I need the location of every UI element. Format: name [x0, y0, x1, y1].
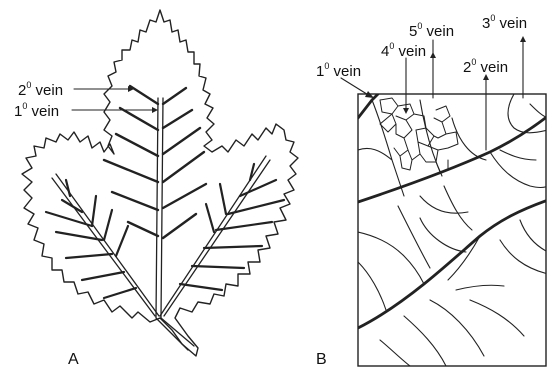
leader-head-3: [520, 36, 526, 42]
label-b-4-vein: 40 vein: [381, 41, 426, 60]
secondary-veins-right: [180, 164, 284, 290]
leaf-outline: [22, 10, 298, 356]
detail-1-vein-middle: [358, 116, 548, 202]
primary-vein-left-2: [56, 174, 159, 316]
detail-1-vein-lower: [358, 200, 548, 328]
arrow-1-vein-head: [152, 107, 158, 113]
panel-b-letter: B: [316, 351, 327, 368]
detail-areoles: [380, 98, 458, 172]
detail-frame: [358, 94, 546, 366]
label-b-3-vein: 30 vein: [482, 13, 527, 32]
detail-1-vein-top: [358, 94, 378, 118]
label-b-1-vein: 10 vein: [316, 61, 361, 80]
primary-vein-left: [52, 178, 155, 316]
label-1-vein: 10 vein: [14, 101, 59, 120]
label-2-vein: 20 vein: [18, 80, 63, 99]
panel-a-leaf: 20 vein 10 vein A: [14, 10, 298, 368]
leader-head-5: [430, 52, 436, 58]
panel-a-letter: A: [68, 351, 79, 368]
label-b-2-vein: 20 vein: [463, 57, 508, 76]
label-b-5-vein: 50 vein: [409, 21, 454, 40]
primary-vein-right-2: [164, 160, 270, 316]
leader-head-4: [403, 108, 409, 114]
secondary-veins-left: [46, 180, 136, 298]
panel-b-detail: 10 vein 40 vein 50 vein 20 vein 30 vein …: [316, 13, 548, 368]
